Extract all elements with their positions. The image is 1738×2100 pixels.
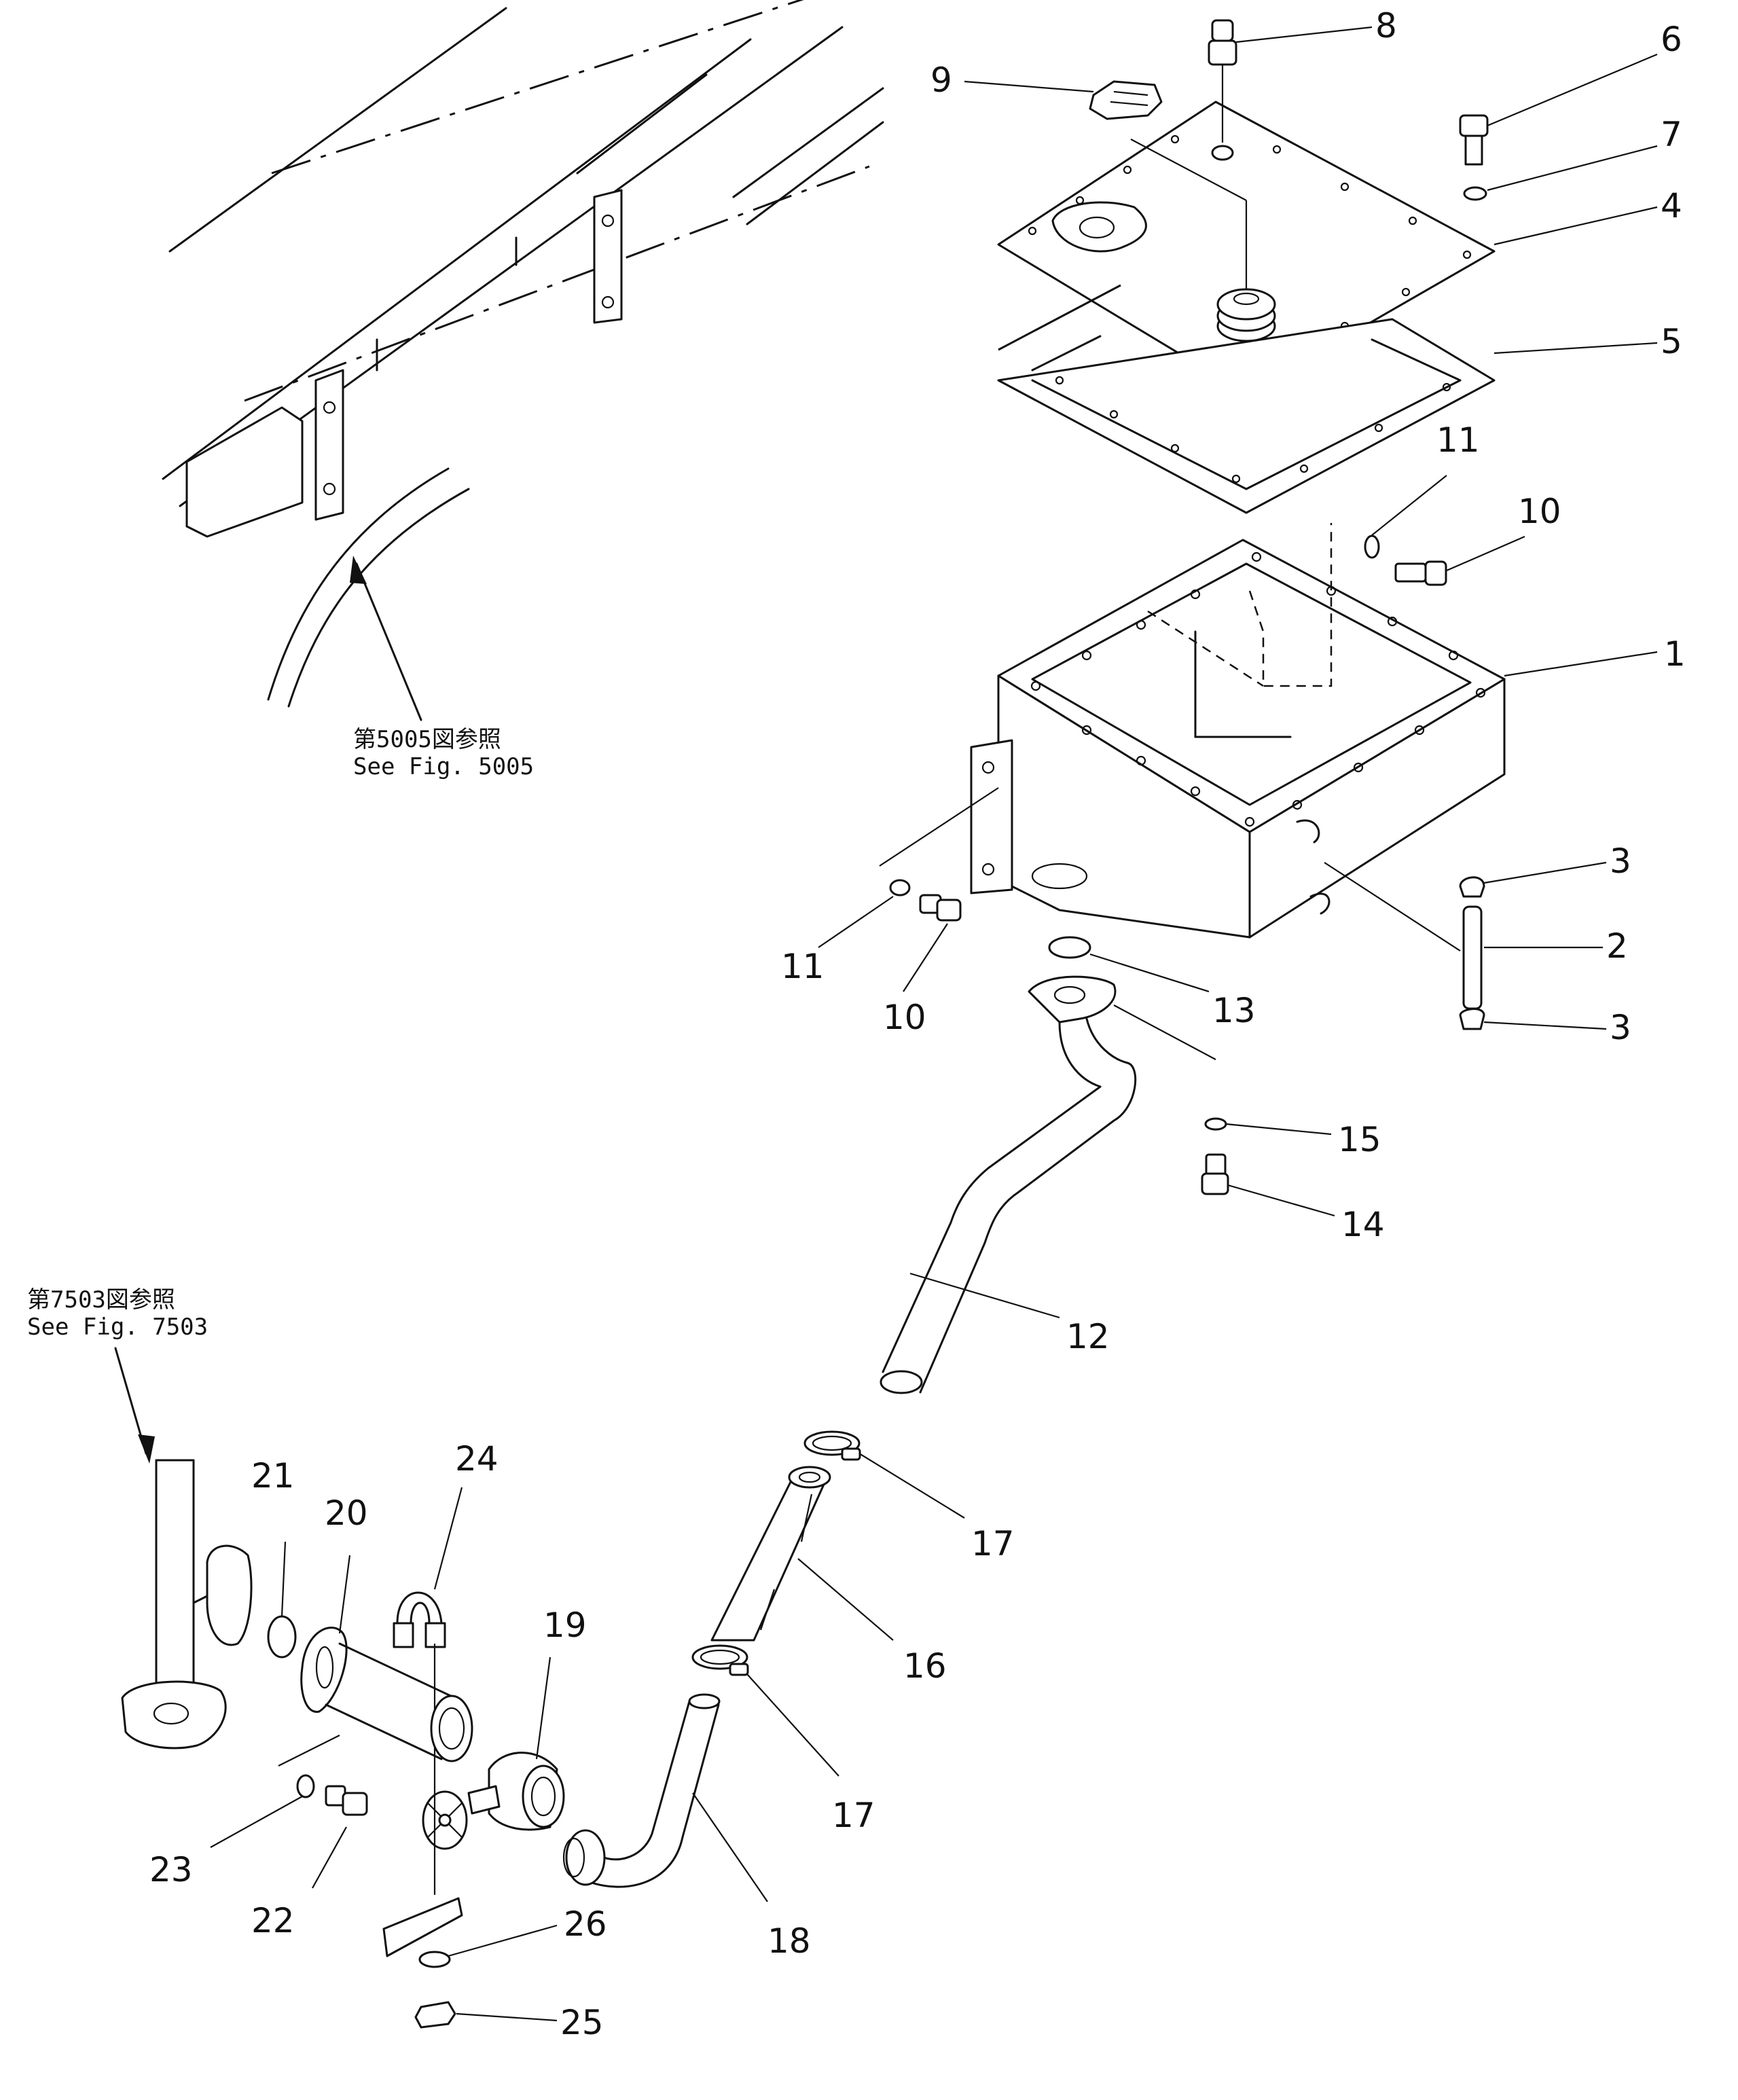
clamp-17-upper-icon <box>803 1430 861 1461</box>
reference-pipe-7503 <box>114 1347 253 1750</box>
machine-frame <box>162 0 884 721</box>
callout-22: 22 <box>251 1901 295 1940</box>
callout-1: 1 <box>1664 634 1686 674</box>
washer-11-upper-icon <box>1364 535 1380 559</box>
bolt-14-icon <box>1201 1153 1229 1195</box>
reference-7503-jp: 第7503図参照 <box>27 1286 175 1314</box>
washer-26-icon <box>418 1951 451 1968</box>
callout-2: 2 <box>1606 926 1628 966</box>
valve-19 <box>422 1752 565 1850</box>
leader-hose <box>1324 862 1461 952</box>
callout-11-lower: 11 <box>781 947 825 986</box>
u-bolt-24-icon <box>393 1591 446 1648</box>
pipe-20 <box>300 1627 473 1762</box>
callout-15: 15 <box>1338 1120 1381 1159</box>
reference-5005-en: See Fig. 5005 <box>353 753 534 780</box>
clamp-17-lower-icon <box>691 1644 749 1676</box>
drain-hose-icon <box>1459 876 1485 1030</box>
callout-3-top: 3 <box>1610 841 1631 881</box>
leader-lines <box>210 26 1658 2022</box>
callout-17-upper: 17 <box>971 1524 1015 1563</box>
washer-23-icon <box>296 1774 315 1798</box>
washer-11-lower-icon <box>889 879 911 897</box>
callout-13: 13 <box>1212 991 1256 1030</box>
leader-bolt-lower <box>879 787 999 867</box>
tank <box>970 523 1506 939</box>
callout-19: 19 <box>543 1606 587 1645</box>
callout-11-upper: 11 <box>1436 420 1480 460</box>
washer-15-icon <box>1204 1117 1227 1131</box>
reference-5005-jp: 第5005図参照 <box>353 726 501 753</box>
callout-7: 7 <box>1661 115 1682 154</box>
callout-9: 9 <box>930 60 952 100</box>
callout-10-upper: 10 <box>1518 492 1561 531</box>
callout-8: 8 <box>1375 6 1397 46</box>
callout-6: 6 <box>1661 20 1682 59</box>
callout-25: 25 <box>560 2003 604 2042</box>
reference-7503-en: See Fig. 7503 <box>27 1314 208 1341</box>
callout-10-lower: 10 <box>883 998 926 1037</box>
callout-24: 24 <box>455 1439 499 1479</box>
callout-23: 23 <box>149 1850 193 1889</box>
o-ring-21-icon <box>267 1615 297 1659</box>
nut-25-icon <box>414 2001 456 2029</box>
valve-bracket <box>382 1897 463 1957</box>
callout-4: 4 <box>1661 186 1682 225</box>
callout-21: 21 <box>251 1456 295 1496</box>
bolt-6-icon <box>1459 114 1489 166</box>
callout-12: 12 <box>1066 1317 1110 1356</box>
callout-3-bottom: 3 <box>1610 1008 1631 1047</box>
leader-cap <box>1130 139 1247 201</box>
pipe-18 <box>562 1693 721 1888</box>
washer-7-icon <box>1463 186 1487 201</box>
callout-20: 20 <box>325 1493 368 1533</box>
o-ring-13-icon <box>1048 936 1091 959</box>
gasket <box>997 284 1496 514</box>
breather-icon <box>1208 19 1237 66</box>
leader-pipe20 <box>278 1735 340 1767</box>
callout-14: 14 <box>1341 1205 1385 1244</box>
bolt-22-icon <box>325 1785 368 1816</box>
leader-flange <box>1113 1004 1216 1060</box>
pipe-12 <box>880 975 1137 1394</box>
bolt-10-lower-icon <box>919 894 962 922</box>
callout-5: 5 <box>1661 322 1682 361</box>
bolt-10-upper-icon <box>1394 560 1447 586</box>
callout-26: 26 <box>564 1904 607 1944</box>
hose-16 <box>710 1466 831 1642</box>
callout-18: 18 <box>767 1921 811 1961</box>
callout-17-lower: 17 <box>832 1796 875 1835</box>
callout-16: 16 <box>903 1646 947 1686</box>
filler-cap-icon <box>1089 80 1163 120</box>
